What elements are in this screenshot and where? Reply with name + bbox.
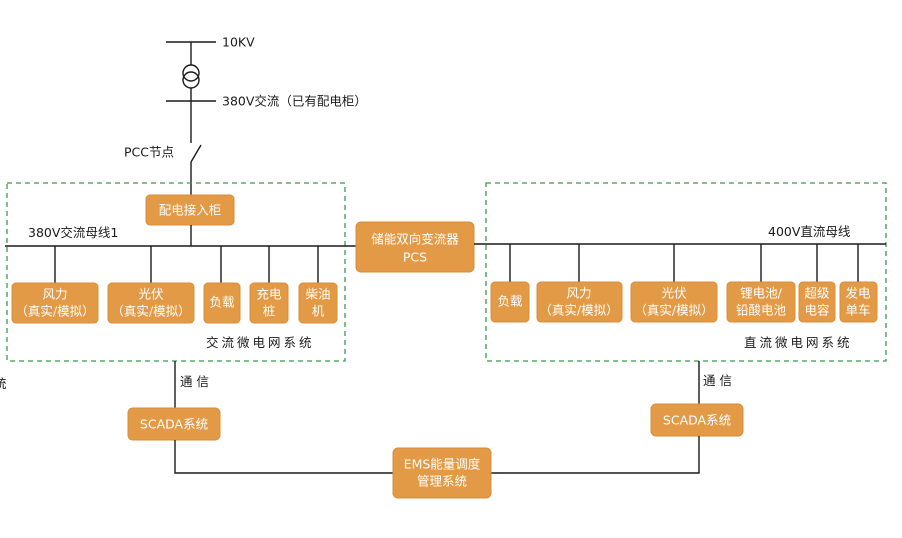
dc-load-supercap-line1: 超级	[804, 286, 830, 301]
transformer-icon	[182, 64, 200, 89]
ac-load-load-line1: 负载	[209, 295, 235, 310]
dc-busbar-label: 400V直流母线	[768, 224, 851, 239]
pcs-line2: PCS	[403, 250, 427, 265]
ac-load-pv	[107, 282, 195, 324]
dc-system-title: 直流微电网系统	[744, 335, 853, 350]
dc-load-bike-line2: 单车	[845, 303, 870, 318]
ac-load-wind-line1: 风力	[42, 287, 67, 302]
grid-connection: 10KV 380V交流（已有配电柜） PCC节点	[124, 35, 367, 195]
ac-microgrid-system: 配电接入柜 380V交流母线1 风力 （真实/模拟） 光伏 （真实/模拟） 负载…	[5, 182, 356, 362]
dc-load-pv	[630, 281, 718, 323]
ems-box	[392, 447, 492, 499]
ac-load-wind-line2: （真实/模拟）	[15, 304, 94, 319]
dc-load-wind-line2: （真实/模拟）	[539, 303, 618, 318]
dc-load-wind	[536, 281, 623, 323]
ac-load-diesel-line2: 机	[312, 304, 325, 319]
ac-load-pv-line1: 光伏	[138, 287, 164, 302]
dc-load-battery	[726, 281, 796, 323]
dc-scada-box	[650, 403, 744, 437]
ems-link-left	[174, 440, 393, 474]
dc-load-wind-line1: 风力	[566, 286, 591, 301]
ac-load-wind	[11, 282, 99, 324]
ac-load-diesel-line1: 柴油	[305, 287, 330, 302]
pcc-switch-icon	[190, 144, 202, 163]
edge-mark: 统	[0, 376, 7, 391]
ac-scada-label: SCADA系统	[140, 417, 208, 432]
ac-busbar-label: 380V交流母线1	[28, 225, 118, 240]
ems-link-right	[491, 436, 700, 474]
dc-load-pv-line2: （真实/模拟）	[634, 303, 713, 318]
dc-load-battery-line1: 锂电池/	[740, 286, 783, 301]
label-10kv: 10KV	[222, 35, 255, 50]
ac-system-boundary	[6, 182, 346, 362]
label-380v-grid: 380V交流（已有配电柜）	[222, 94, 367, 109]
label-pcc-node: PCC节点	[124, 145, 174, 160]
dc-load-load	[490, 281, 530, 323]
dc-system-boundary	[485, 182, 887, 362]
ac-load-charger	[249, 282, 289, 324]
dc-load-battery-line2: 铅酸电池	[736, 303, 787, 318]
dc-load-bike	[839, 281, 878, 323]
dc-load-supercap	[798, 281, 836, 323]
ems-line2: 管理系统	[417, 474, 467, 489]
control-system: 通 信 SCADA系统 通 信 SCADA系统 EMS能量调度 管理系统	[127, 361, 744, 499]
dc-microgrid-system: 400V直流母线 负载 风力 （真实/模拟） 光伏 （真实/模拟） 锂电池/ 铅…	[474, 182, 887, 362]
ac-comm-label: 通 信	[180, 374, 209, 389]
ac-cabinet-label: 配电接入柜	[159, 203, 222, 218]
dc-scada-label: SCADA系统	[663, 413, 731, 428]
ac-load-charger-line1: 充电	[256, 287, 282, 302]
ac-scada-box	[127, 407, 221, 441]
dc-comm-label: 通 信	[703, 373, 732, 388]
pcs-line1: 储能双向变流器	[371, 232, 459, 247]
ac-load-diesel	[298, 282, 338, 324]
ems-line1: EMS能量调度	[404, 457, 481, 472]
dc-load-bike-line1: 发电	[845, 286, 871, 301]
dc-load-supercap-line2: 电容	[804, 303, 829, 318]
dc-load-pv-line1: 光伏	[661, 286, 687, 301]
ac-cabinet-box	[145, 194, 235, 226]
dc-load-load-line1: 负载	[497, 294, 523, 309]
pcs-converter: 储能双向变流器 PCS	[355, 221, 475, 273]
ac-load-pv-line2: （真实/模拟）	[111, 304, 190, 319]
ac-load-charger-line2: 桩	[263, 304, 276, 319]
ac-load-load	[203, 282, 241, 324]
ac-system-title: 交流微电网系统	[206, 335, 315, 350]
pcs-box	[355, 221, 475, 273]
